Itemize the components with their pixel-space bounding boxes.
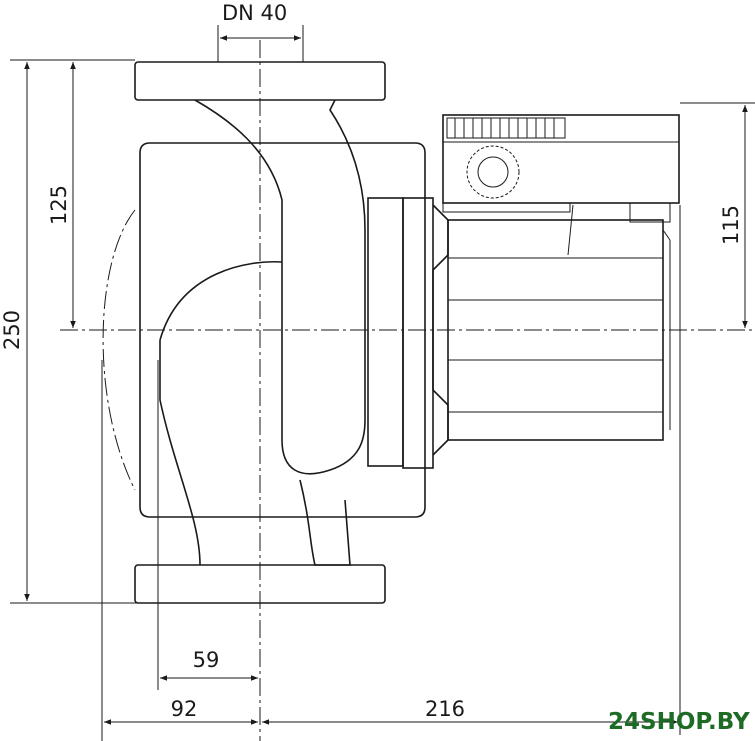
volute-outline [102,209,136,491]
motor [447,219,671,441]
motor-flange [402,197,434,469]
label-92: 92 [171,697,198,721]
top-flange [134,61,386,101]
label-dn40: DN 40 [222,1,287,25]
watermark: 24SHOP.BY [608,709,750,735]
motor-body [447,219,664,441]
control-box [442,114,680,204]
cooling-fins [446,117,566,139]
pump-housing [102,61,449,604]
label-115: 115 [719,205,743,245]
inlet-wall [159,340,201,566]
pump-body [139,142,426,518]
label-59: 59 [193,648,220,672]
bottom-flange [134,564,386,604]
control-module [442,114,680,256]
control-knob-icon [466,145,520,199]
label-125: 125 [47,185,71,225]
motor-adapter [367,197,404,467]
label-216: 216 [425,697,465,721]
label-250: 250 [0,310,24,350]
inlet-curve [159,260,283,341]
volute-channel [194,99,366,475]
dimension-lines [24,35,748,725]
extension-lines [10,25,755,741]
outlet-wall [299,479,351,566]
